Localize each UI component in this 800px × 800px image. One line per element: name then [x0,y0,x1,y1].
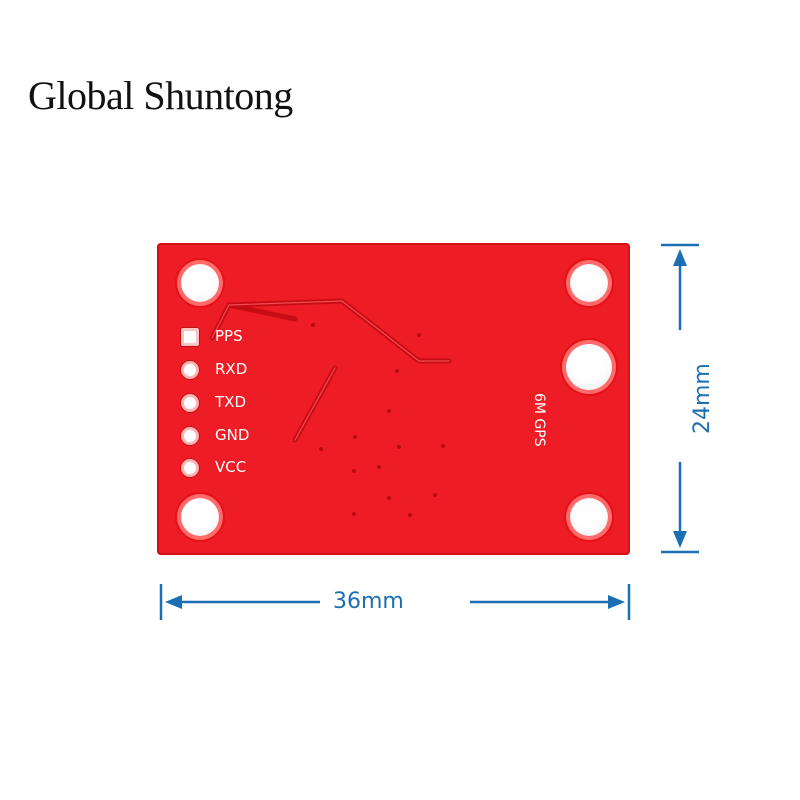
mounting-hole-bottom-right [570,498,608,536]
pin-rxd-pad [181,361,199,379]
pin-label-pps: PPS [215,327,243,345]
pin-txd-pad [181,394,199,412]
pcb-traces [209,298,452,517]
pin-pps-pad [181,328,199,346]
mounting-hole-bottom-left [181,498,219,536]
pin-label-gnd: GND [215,426,250,444]
height-dimension-label: 24mm [690,357,715,440]
brand-title: Global Shuntong [28,73,293,118]
mounting-hole-top-left [181,264,219,302]
pin-label-vcc: VCC [215,458,247,476]
gps-module-board: PPS RXD TXD GND VCC 6M GPS [157,243,630,555]
pin-gnd-pad [181,427,199,445]
pin-vcc-pad [181,459,199,477]
pin-label-rxd: RXD [215,360,248,378]
mounting-hole-top-right [570,264,608,302]
pin-label-txd: TXD [215,393,246,411]
antenna-hole-right [566,344,612,390]
width-dimension-label: 36mm [327,589,410,614]
